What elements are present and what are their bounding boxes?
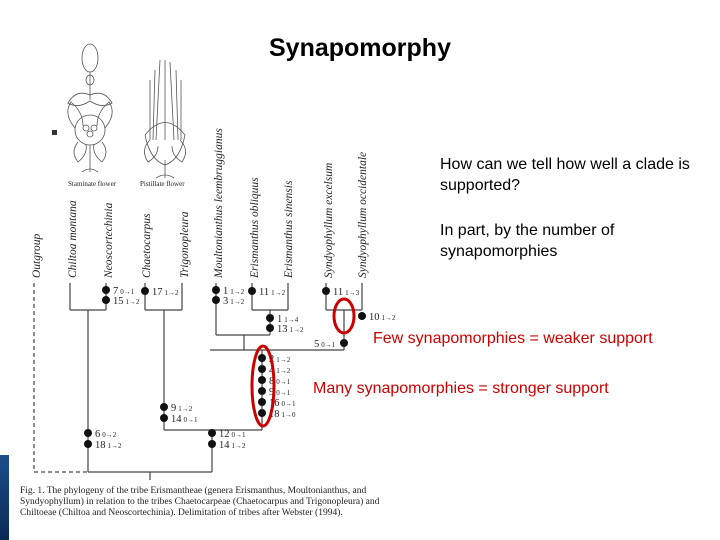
taxon-chiltoa: Chiltoa montana (67, 200, 79, 278)
slide-title: Synapomorphy (269, 34, 451, 62)
taxon-syndyophyllum-occidentale: Syndyophyllum occidentale (357, 152, 369, 278)
taxon-trigonopleura: Trigonopleura (179, 211, 191, 278)
svg-text:80→1: 80→1 (269, 376, 291, 387)
svg-text:31→2: 31→2 (223, 296, 245, 307)
svg-text:90→1: 90→1 (269, 387, 291, 398)
svg-text:120→1: 120→1 (219, 429, 246, 440)
svg-text:111→2: 111→2 (259, 287, 286, 298)
taxon-labels: Outgroup Chiltoa montana Neoscortechinia… (31, 128, 369, 279)
svg-text:141→2: 141→2 (219, 440, 246, 451)
weak-support-callout: Few synapomorphies = weaker support (373, 330, 653, 347)
taxon-chaetocarpus: Chaetocarpus (141, 213, 153, 278)
figure-caption: Fig. 1. The phylogeny of the tribe Erism… (20, 486, 380, 518)
question-text: How can we tell how well a clade is supp… (440, 156, 690, 194)
svg-text:60→2: 60→2 (95, 429, 117, 440)
svg-text:111→3: 111→3 (333, 287, 360, 298)
taxon-erismanthus-sinensis: Erismanthus sinensis (283, 180, 295, 279)
svg-text:131→2: 131→2 (277, 324, 304, 335)
taxon-outgroup: Outgroup (31, 233, 43, 278)
illustration-caption-left: Staminate flower (68, 180, 117, 188)
strong-support-callout: Many synapomorphies = stronger support (313, 380, 609, 397)
slide-edge-bar (0, 455, 9, 540)
svg-text:140→1: 140→1 (171, 414, 198, 425)
svg-text:151→2: 151→2 (113, 296, 140, 307)
svg-text:50→1: 50→1 (314, 339, 336, 350)
svg-text:101→2: 101→2 (369, 312, 396, 323)
taxon-neoscortechinia: Neoscortechinia (103, 202, 115, 279)
answer-text: In part, by the number of synapomorphies (440, 222, 615, 260)
illustration-caption-right: Pistillate flower (140, 180, 185, 188)
svg-text:11→2: 11→2 (223, 286, 245, 297)
weak-support-highlight (332, 297, 356, 335)
svg-text:11→4: 11→4 (277, 314, 299, 325)
svg-text:91→2: 91→2 (171, 403, 193, 414)
svg-text:181→2: 181→2 (95, 440, 122, 451)
svg-text:181→0: 181→0 (269, 409, 296, 420)
taxon-syndyophyllum-excelsum: Syndyophyllum excelsum (323, 163, 335, 278)
taxon-moultonianthus: Moultonianthus leembruggianus (213, 128, 225, 279)
svg-text:70→1: 70→1 (113, 286, 135, 297)
strong-support-highlight (250, 344, 276, 428)
taxon-erismanthus-obliquus: Erismanthus obliquus (249, 177, 261, 279)
flower-illustration (52, 43, 186, 179)
svg-text:171→2: 171→2 (152, 287, 179, 298)
character-dots (84, 286, 366, 448)
